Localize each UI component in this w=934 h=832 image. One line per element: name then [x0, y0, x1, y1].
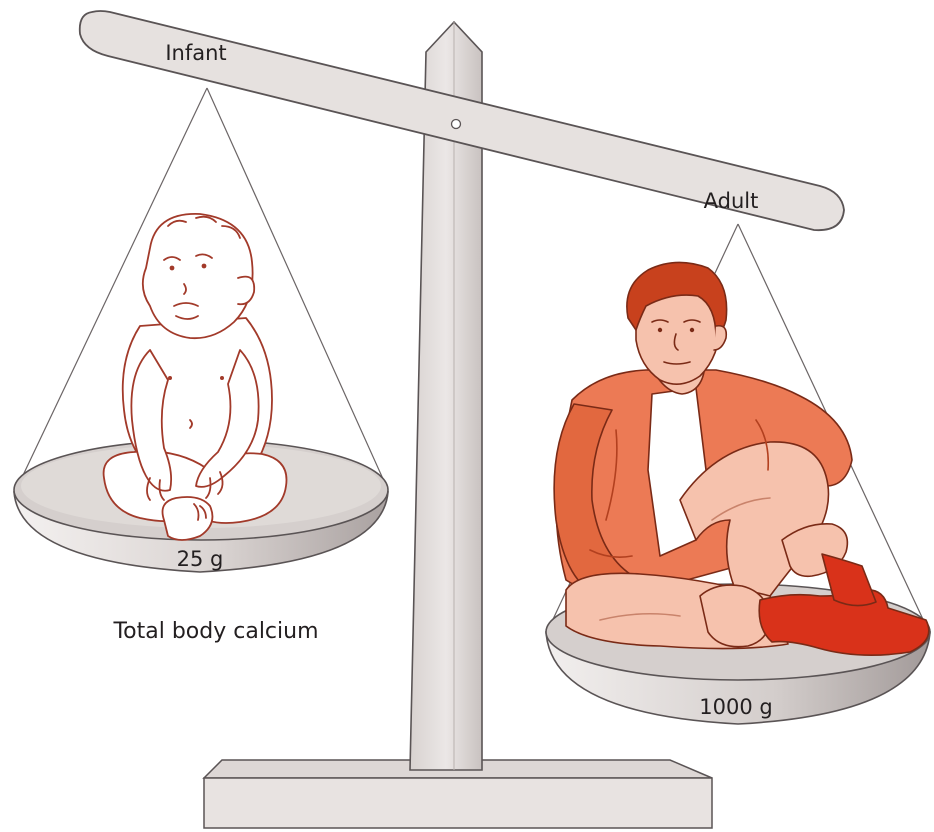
- infant-figure: [104, 214, 287, 540]
- adult-figure: [554, 262, 929, 655]
- adult-label: Adult: [704, 189, 759, 213]
- infant-label: Infant: [165, 41, 226, 65]
- caption-total-body-calcium: Total body calcium: [112, 619, 318, 644]
- adult-mass-label: 1000 g: [699, 695, 772, 719]
- infant-mass-label: 25 g: [177, 547, 224, 571]
